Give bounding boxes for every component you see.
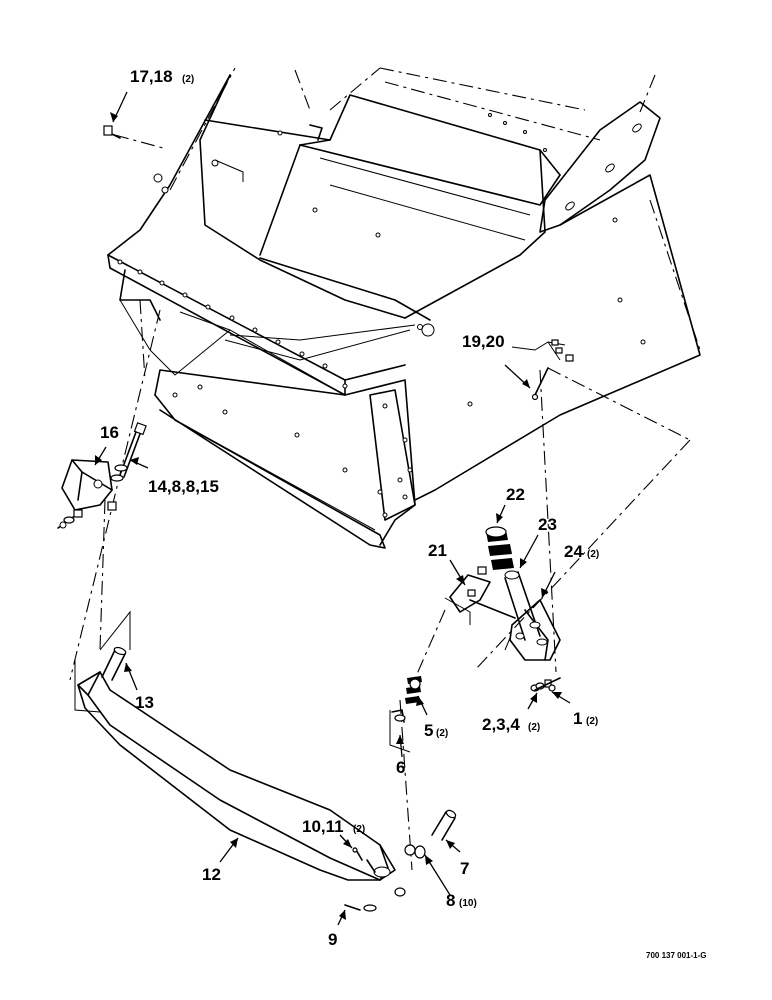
callout-17-18: 17,18	[130, 67, 173, 86]
callout-2-3-4-qty: (2)	[528, 722, 540, 733]
bolts-19-20	[511, 339, 574, 401]
pin-6	[389, 709, 411, 753]
callout-labels: 17,18 (2) 19,20 16 14,8,8,15 22 23 21 24…	[100, 67, 599, 949]
callout-14-8-8-15: 14,8,8,15	[148, 477, 219, 496]
document-number: 700 137 001-1-G	[646, 951, 707, 960]
spring-tube-assembly	[485, 526, 561, 661]
callout-12: 12	[202, 865, 221, 884]
callout-22: 22	[506, 485, 525, 504]
bracket-21	[444, 566, 516, 625]
callout-24: 24	[564, 542, 583, 561]
callout-8: 8	[446, 891, 455, 910]
pin-7	[431, 809, 457, 841]
callout-19-20: 19,20	[462, 332, 505, 351]
callout-5-qty: (2)	[436, 728, 448, 739]
callout-13: 13	[135, 693, 154, 712]
arrowheads	[95, 112, 562, 920]
bolts-10-11	[352, 847, 376, 873]
pin-13	[101, 646, 127, 681]
spring-5	[405, 676, 422, 704]
callout-10-11-qty: (2)	[353, 824, 365, 835]
cotter-9	[344, 904, 361, 911]
left-nut-hardware	[57, 509, 83, 529]
callout-8-qty: (10)	[459, 898, 477, 909]
callout-23: 23	[538, 515, 557, 534]
callout-24-qty: (2)	[587, 549, 599, 560]
callout-6: 6	[396, 758, 405, 777]
callout-1: 1	[573, 709, 582, 728]
callout-5: 5	[424, 721, 433, 740]
callout-2-3-4: 2,3,4	[482, 715, 520, 734]
callout-10-11: 10,11	[302, 817, 344, 836]
callout-21: 21	[428, 541, 447, 560]
curved-arm-12	[74, 610, 396, 881]
centerlines	[69, 134, 701, 871]
hardware-2-3-4	[530, 677, 561, 692]
left-mount-bracket	[61, 459, 117, 511]
callout-1-qty: (2)	[586, 716, 598, 727]
callout-9: 9	[328, 930, 337, 949]
frame-assembly	[107, 67, 701, 549]
washers-8	[363, 844, 426, 912]
callout-7: 7	[460, 859, 469, 878]
callout-17-18-qty: (2)	[182, 74, 194, 85]
callout-16: 16	[100, 423, 119, 442]
bolt-17-18	[103, 125, 121, 139]
bolt-14	[110, 422, 147, 482]
